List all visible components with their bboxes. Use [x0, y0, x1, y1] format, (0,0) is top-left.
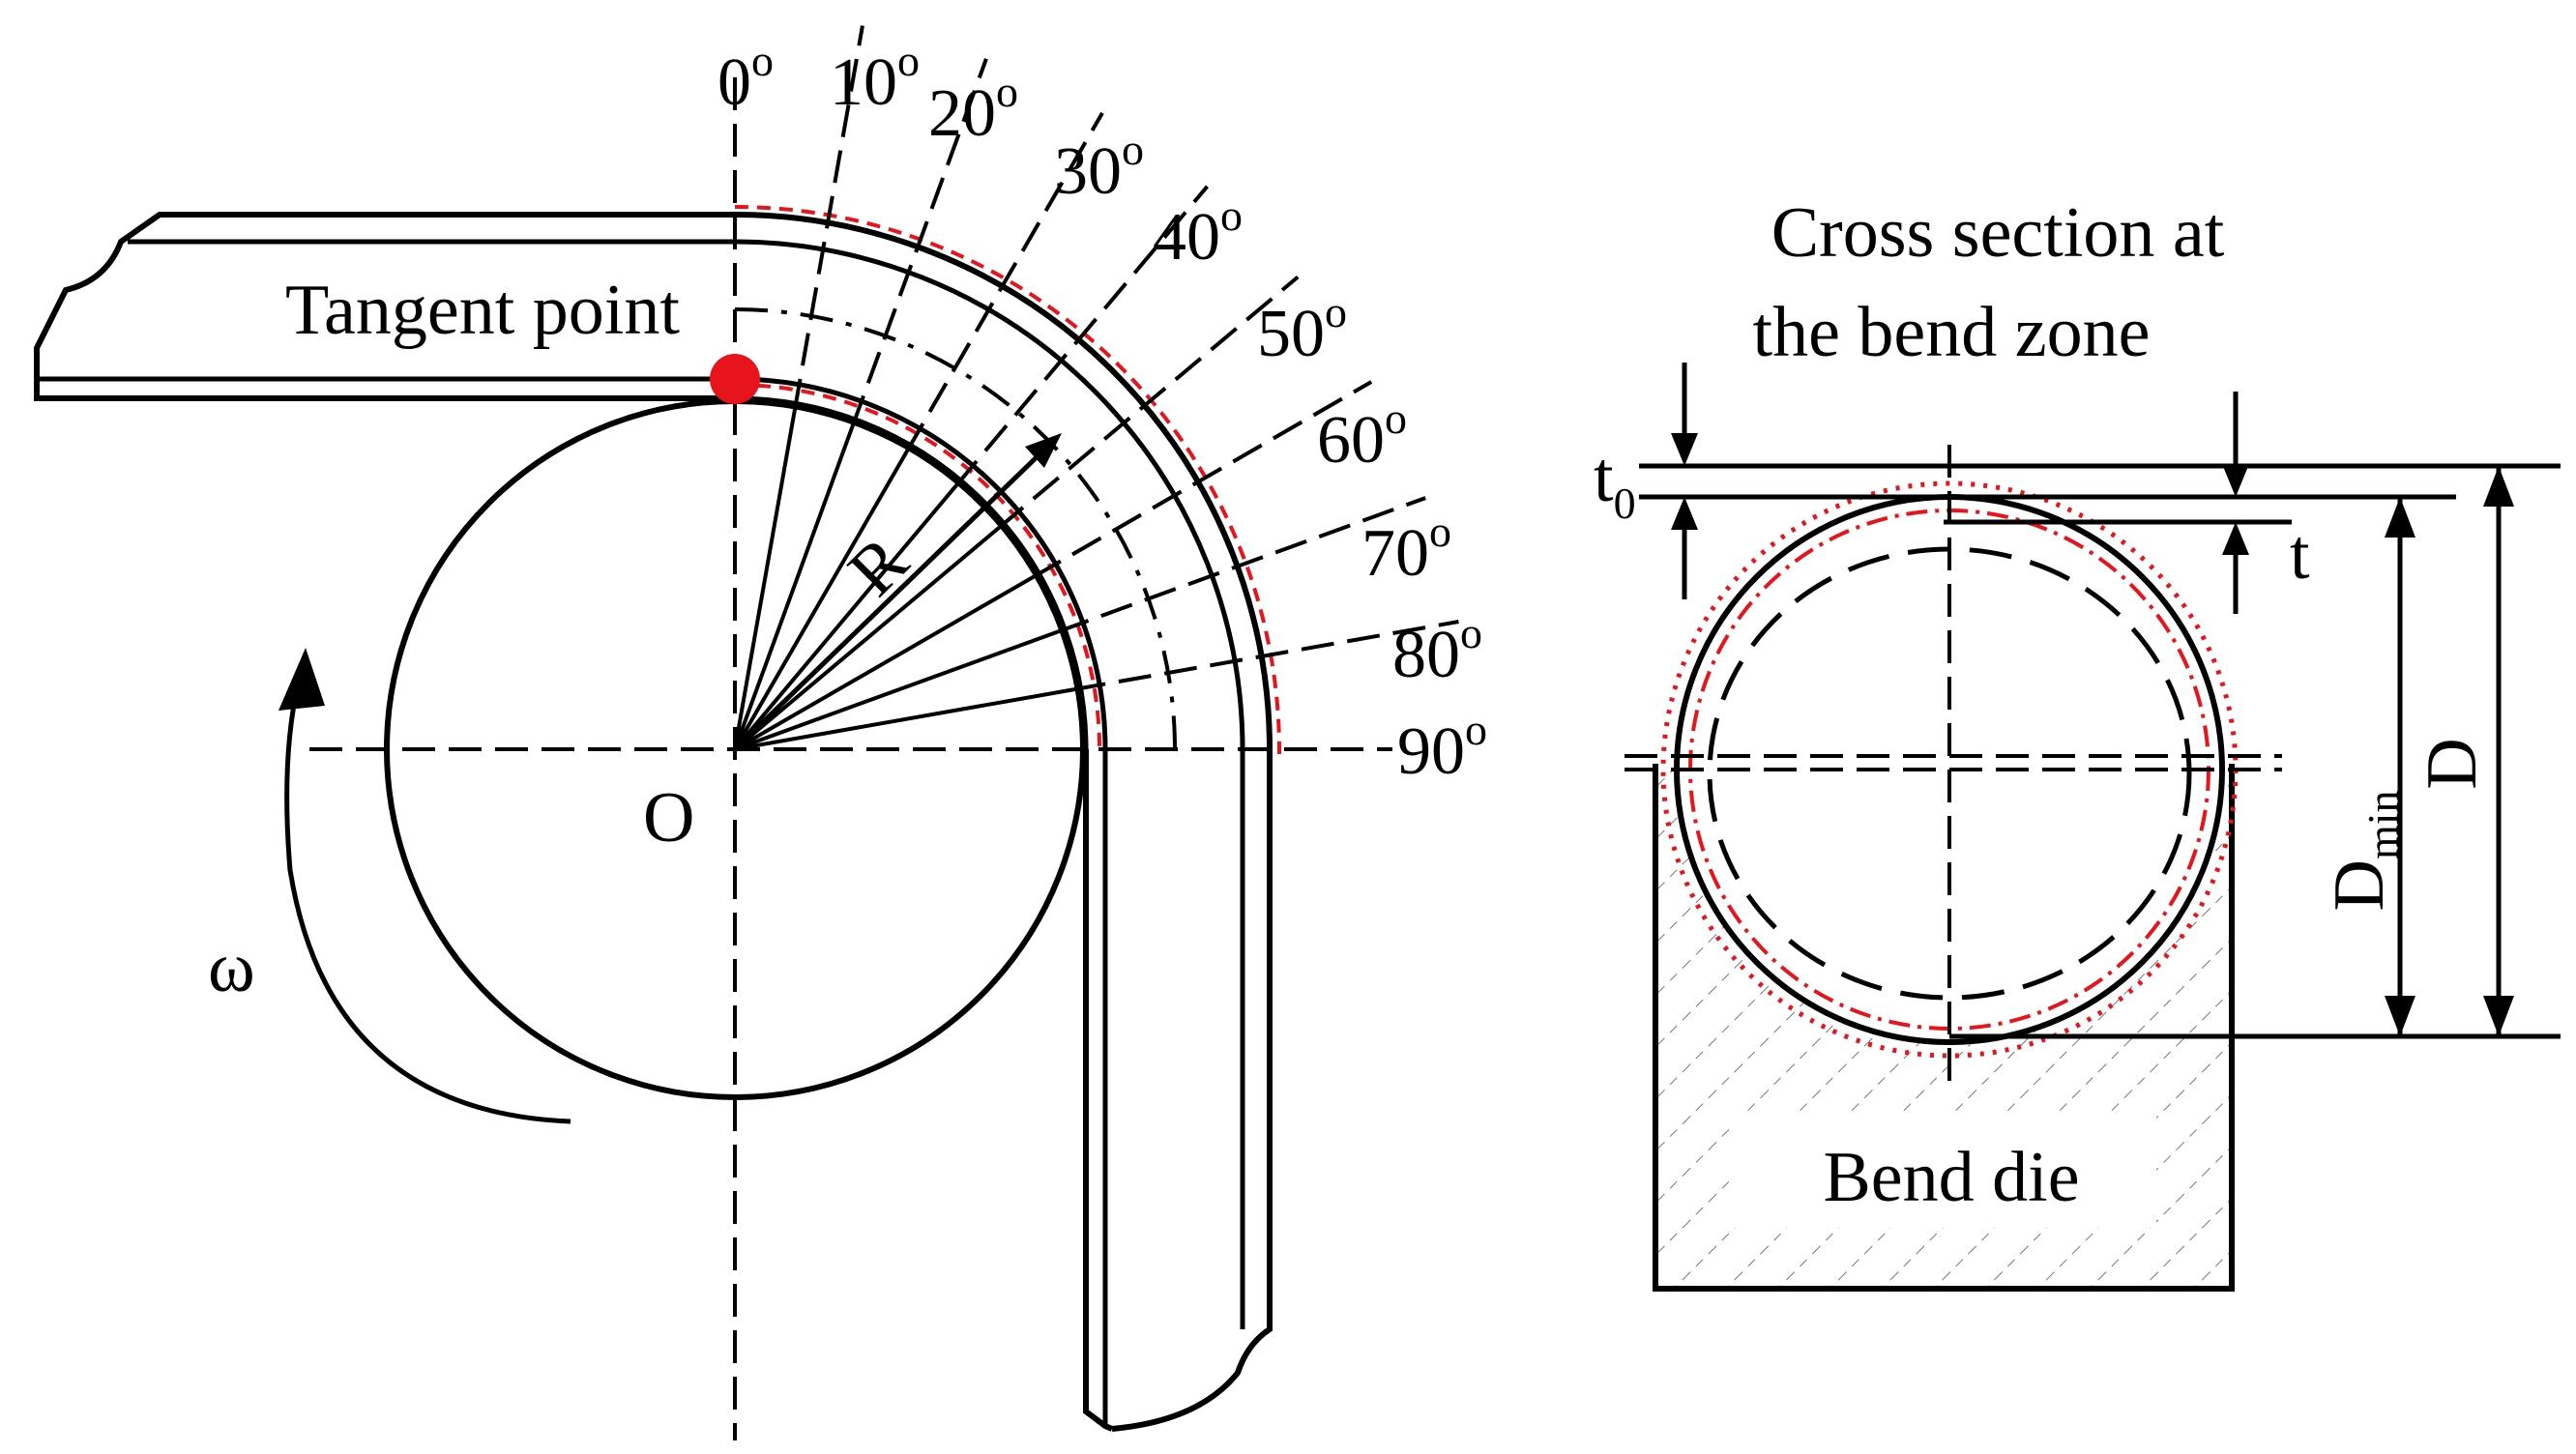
ray-solid-70 — [734, 629, 1059, 751]
bend-die-block — [1653, 764, 2235, 1292]
tube-bend-inner — [734, 395, 1089, 750]
radius-arrow-head — [1025, 433, 1062, 468]
ray-dashed-40 — [953, 185, 1210, 488]
ray-dashed-60 — [1031, 380, 1373, 580]
d-label: D — [2413, 738, 2492, 789]
t0-arrow-right-head — [2222, 464, 2249, 497]
ray-solid-20 — [733, 425, 855, 750]
t0-label: t0 — [1594, 438, 1636, 528]
angle-label-50: 50o — [1257, 287, 1347, 371]
t-label: t — [2290, 515, 2310, 595]
d-arrow-top — [2483, 466, 2514, 507]
ray-dashed-20 — [850, 58, 988, 428]
ray-dashed-80 — [1072, 620, 1459, 692]
t-arrow-head — [2222, 522, 2249, 555]
ray-solid-50 — [733, 527, 1000, 751]
angle-label-70: 70o — [1361, 507, 1451, 591]
ray-solid-40 — [733, 484, 957, 751]
angle-label-20: 20o — [928, 67, 1018, 151]
cross-section-view: Cross section at the bend zone t0 t Dmin… — [1594, 193, 2561, 1292]
tangent-point-label: Tangent point — [285, 271, 680, 350]
radius-label: R — [834, 521, 923, 611]
tube-straight-outline — [34, 212, 735, 401]
angle-label-90: 90o — [1397, 705, 1487, 789]
dmin-label: Dmin — [2320, 790, 2408, 911]
ray-dashed-30 — [904, 111, 1104, 453]
tube-bend-outer — [734, 212, 1273, 750]
t0-arrow-top-head — [1671, 433, 1698, 466]
t0-arrow-bottom-head — [1671, 497, 1698, 530]
ray-dashed-50 — [996, 275, 1300, 531]
tube-centreline-arc — [734, 307, 1177, 750]
ray-solid-10 — [733, 411, 797, 750]
angle-rays — [733, 25, 1459, 751]
deformed-outer-contour — [734, 205, 1282, 755]
rotation-arrow-head — [278, 648, 325, 711]
radius-arrow-line — [733, 452, 1041, 751]
center-label: O — [643, 778, 694, 858]
tube-bend-outer-inner — [734, 239, 1245, 750]
angle-label-30: 30o — [1054, 125, 1144, 209]
tube-vertical-inner — [1083, 749, 1114, 1432]
ray-dashed-10 — [792, 25, 864, 412]
angle-label-80: 80o — [1392, 608, 1482, 692]
angle-label-60: 60o — [1317, 393, 1407, 478]
ray-solid-60 — [733, 575, 1034, 751]
tube-vertical-outer — [1111, 749, 1273, 1432]
angle-label-0: 0o — [717, 36, 774, 120]
tangent-point-marker — [710, 354, 760, 404]
rotation-arrow-path — [284, 676, 571, 1124]
omega-label: ω — [208, 928, 255, 1007]
ray-solid-30 — [733, 451, 909, 750]
d-arrow-bottom — [2483, 996, 2514, 1036]
angle-label-40: 40o — [1153, 190, 1243, 275]
tube-bend-inner-inner — [734, 376, 1108, 750]
section-title-line1: Cross section at — [1771, 193, 2225, 273]
bend-die-label-bg — [1731, 1112, 2156, 1228]
dmin-arrow-top — [2385, 497, 2415, 538]
dmin-arrow-bottom — [2385, 996, 2415, 1036]
ray-solid-80 — [734, 687, 1073, 751]
bend-die-label: Bend die — [1823, 1138, 2079, 1217]
ray-dashed-70 — [1056, 496, 1426, 634]
deformed-inner-contour — [734, 383, 1102, 755]
section-title-line2: the bend zone — [1753, 293, 2151, 372]
angle-label-10: 10o — [830, 36, 920, 120]
